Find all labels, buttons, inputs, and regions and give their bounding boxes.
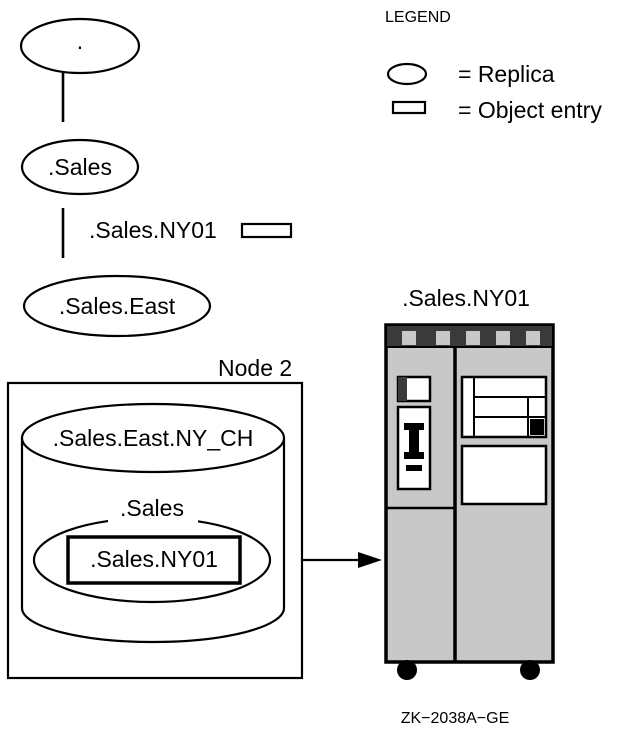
legend-title: LEGEND (385, 9, 451, 26)
object-entry-label: .Sales.NY01 (89, 217, 217, 243)
node-title: Node 2 (218, 355, 292, 381)
arrow-head (358, 552, 382, 568)
node-replica-label-mask (108, 494, 198, 524)
sales-east-replica (22, 274, 212, 338)
node-box (6, 381, 304, 680)
node-object-entry-label: .Sales.NY01 (90, 546, 218, 572)
object-entry-symbol (240, 222, 293, 239)
computer-icon (384, 323, 555, 680)
node-object-entry-box (66, 535, 242, 585)
legend-object-entry-label: = Object entry (458, 97, 602, 123)
clearinghouse-label: .Sales.East.NY_CH (53, 425, 254, 451)
sales-east-replica-label: .Sales.East (59, 293, 176, 319)
cylinder-top (20, 402, 286, 474)
legend-replica-label: = Replica (458, 61, 555, 87)
sales-replica-label: .Sales (48, 154, 112, 180)
computer-label: .Sales.NY01 (402, 285, 530, 311)
legend-replica-symbol (386, 62, 428, 86)
root-replica (19, 17, 141, 75)
legend-object-entry-symbol (391, 100, 427, 115)
sales-replica (20, 138, 140, 196)
figure-id: ZK−2038A−GE (401, 710, 510, 727)
root-replica-label: . (77, 28, 83, 54)
node-replica-label: .Sales (120, 495, 184, 521)
